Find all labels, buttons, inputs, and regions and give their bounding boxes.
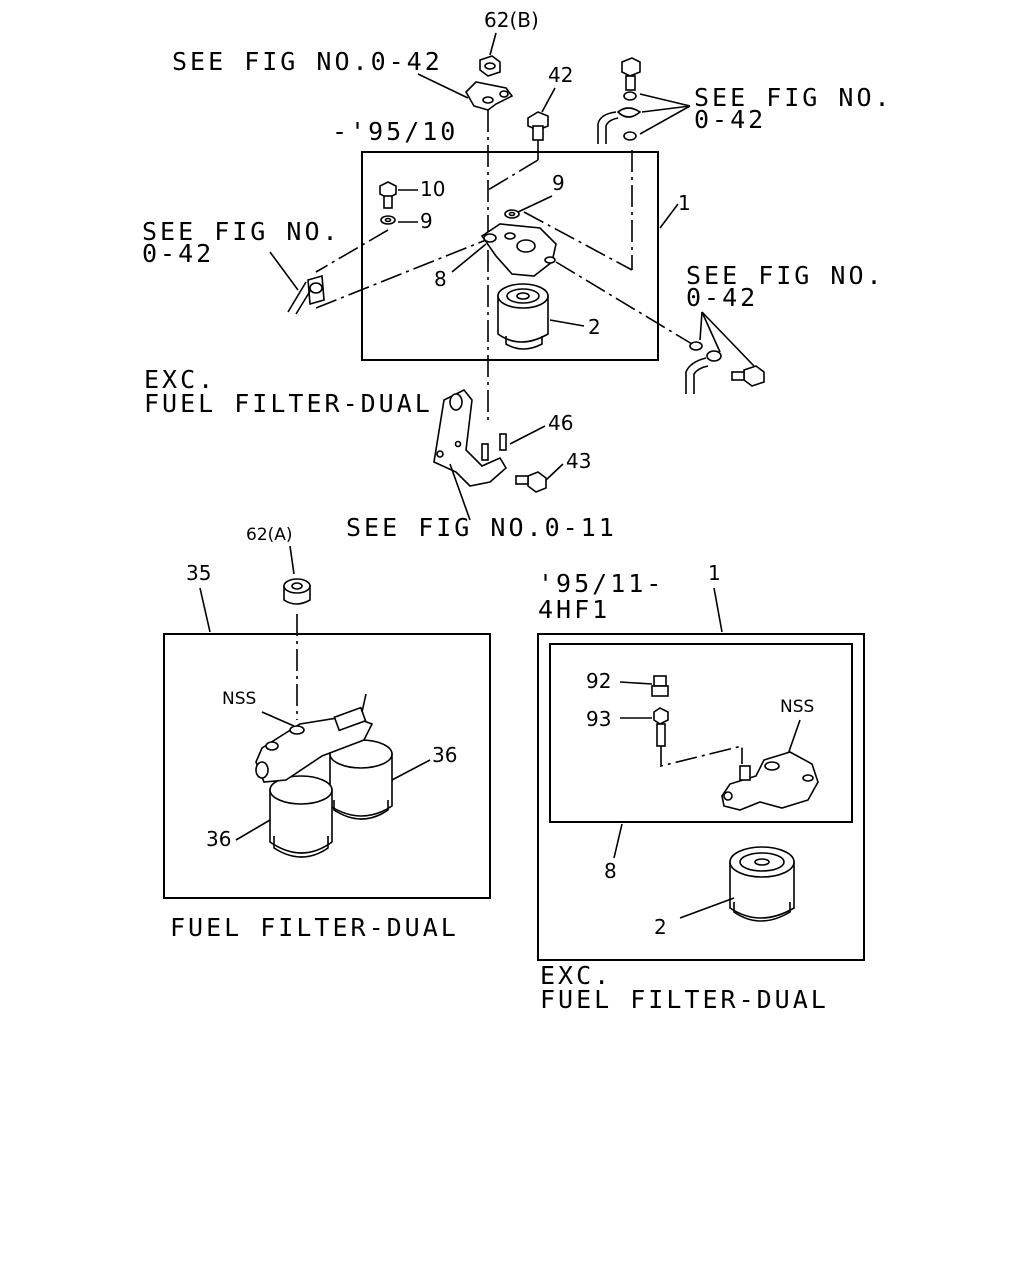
callout-8b: 8 <box>604 859 617 883</box>
screw-93 <box>653 707 669 747</box>
group-box-1b <box>537 633 865 961</box>
callout-8a: 8 <box>434 267 447 291</box>
nut-62b <box>479 55 501 77</box>
callout-9a: 9 <box>420 209 433 233</box>
callout-62b: 62(B) <box>484 8 539 32</box>
plug-92 <box>651 675 669 697</box>
see-fig-042-left-a: SEE FIG NO. <box>142 217 341 246</box>
bolt-43 <box>515 471 547 493</box>
bolt-42 <box>527 111 549 141</box>
bolt-10 <box>379 181 397 209</box>
callout-1b: 1 <box>708 561 721 585</box>
callout-93: 93 <box>586 707 611 731</box>
callout-2b: 2 <box>654 915 667 939</box>
filter-bowl-36-left <box>269 775 333 858</box>
see-fig-011: SEE FIG NO.0-11 <box>346 513 617 542</box>
washer-9-left <box>380 215 396 225</box>
fuel-filter-dual-label: FUEL FILTER-DUAL <box>170 913 459 942</box>
callout-46: 46 <box>548 411 573 435</box>
see-fig-042-left-b: 0-42 <box>142 239 214 268</box>
callout-36a: 36 <box>206 827 231 851</box>
callout-43: 43 <box>566 449 591 473</box>
dual-filter-assembly: 62(A) 35 NSS <box>163 525 491 942</box>
hose-fitting-mid-right <box>685 341 765 394</box>
nut-62a <box>283 578 311 605</box>
filter-head-8 <box>480 223 557 277</box>
washer-9-right <box>504 209 520 219</box>
mounting-bracket <box>433 388 508 487</box>
filter-cartridge-2b <box>729 846 795 922</box>
group-box-8 <box>549 643 853 823</box>
date-from: '95/11- <box>538 569 664 598</box>
see-fig-042-mid-a: SEE FIG NO. <box>686 261 885 290</box>
callout-35: 35 <box>186 561 211 585</box>
exc-label-1: EXC. <box>144 365 216 394</box>
filter-head-8b <box>721 751 819 811</box>
see-fig-042-mid-b: 0-42 <box>686 283 758 312</box>
clip-bracket <box>465 81 514 111</box>
exc-fuel-dual-2: FUEL FILTER-DUAL <box>540 985 829 1014</box>
filter-cartridge-2a <box>497 283 549 350</box>
group-box-1 <box>361 151 659 361</box>
dual-filter-head <box>255 693 374 783</box>
hose-fitting-left <box>287 274 325 315</box>
see-fig-042-right-a: SEE FIG NO. <box>694 83 893 112</box>
callout-92: 92 <box>586 669 611 693</box>
group-box-35 <box>163 633 491 899</box>
callout-1a: 1 <box>678 191 691 215</box>
nss-label-1: NSS <box>222 689 256 709</box>
nss-label-2: NSS <box>780 697 814 717</box>
callout-36b: 36 <box>432 743 457 767</box>
callout-42: 42 <box>548 63 573 87</box>
exc-fuel-dual-1: FUEL FILTER-DUAL <box>144 389 433 418</box>
see-fig-042-top: SEE FIG NO.0-42 <box>172 47 443 76</box>
callout-10: 10 <box>420 177 445 201</box>
callout-9b: 9 <box>552 171 565 195</box>
exc-label-2: EXC. <box>540 961 612 990</box>
see-fig-042-right-b: 0-42 <box>694 105 766 134</box>
single-filter-assembly: '95/11- 4HF1 1 92 93 NSS 8 <box>537 561 865 1014</box>
engine-model: 4HF1 <box>538 595 610 624</box>
hose-fitting-right-top <box>597 57 642 144</box>
date-to: -'95/10 <box>332 117 458 146</box>
filter-bowl-36-right <box>329 739 393 820</box>
top-assembly: SEE FIG NO.0-42 62(B) 42 -'95/10 <box>142 8 893 542</box>
callout-62a: 62(A) <box>246 525 293 545</box>
callout-2a: 2 <box>588 315 601 339</box>
